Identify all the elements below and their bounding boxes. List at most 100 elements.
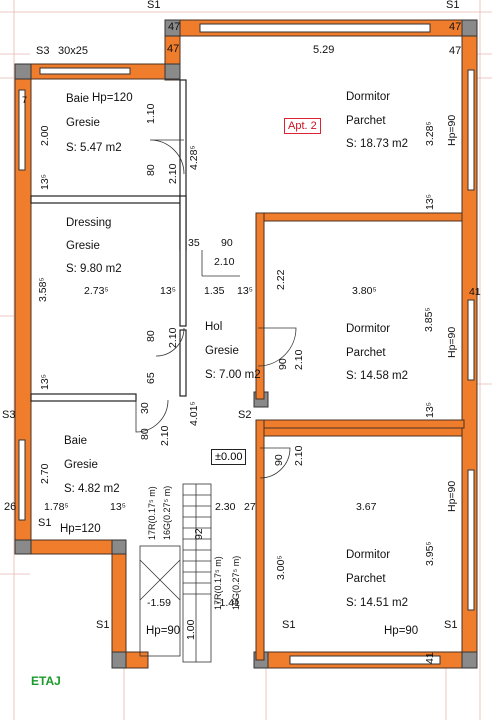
level-mark: ±0.00	[211, 449, 247, 465]
stair-a-treads: 16G(0.27⁵ m)	[162, 485, 172, 540]
dim-41b: 41	[424, 652, 436, 664]
dim-270: 2.70	[39, 463, 51, 484]
room-dormitor-2-name: Dormitor	[346, 323, 391, 335]
dim-41a: 41	[469, 286, 481, 298]
room-dormitor-3-area: S: 14.51 m2	[346, 597, 409, 609]
dim-222: 2.22	[275, 269, 287, 290]
dim-35: 35	[188, 237, 200, 249]
windows	[18, 23, 475, 665]
room-dressing-finish: Gresie	[66, 240, 100, 252]
apartment-tag: Apt. 2	[284, 118, 321, 134]
dim-300: 3.00⁵	[275, 555, 287, 580]
dim-395: 3.95⁵	[424, 541, 436, 566]
dim-top-s1-right: S1	[446, 0, 460, 11]
dim-358: 3.58⁵	[37, 277, 49, 302]
dim-s1-b2: S1	[282, 619, 296, 631]
dim-135d: 1.35	[204, 285, 225, 297]
dim-367: 3.67	[356, 501, 377, 513]
dim-90c: 90	[273, 454, 285, 466]
dim-s2: S2	[238, 409, 252, 421]
room-dormitor-1-finish: Parchet	[346, 115, 386, 127]
dim-135c: 13⁵	[160, 285, 177, 297]
room-dormitor-3-finish: Parchet	[346, 573, 386, 585]
dim-65: 65	[145, 372, 157, 384]
dim-30x25: 30x25	[58, 45, 88, 57]
inner-walls	[255, 212, 465, 661]
baie-bottom-hp: Hp=120	[60, 523, 101, 535]
dim-100: 1.00	[185, 619, 197, 640]
dim-92: 92	[193, 528, 205, 540]
dim-s3-left: S3	[2, 409, 16, 421]
room-dressing-name: Dressing	[66, 217, 112, 229]
structural-columns	[14, 19, 478, 669]
dim-80c: 80	[139, 428, 151, 440]
dim-s1-b3: S1	[444, 619, 458, 631]
room-baie-bottom-area: S: 4.82 m2	[64, 483, 120, 495]
room-dormitor-1-area: S: 18.73 m2	[346, 138, 409, 150]
dim-273: 2.73⁵	[84, 285, 109, 297]
dim-47-left: 47	[168, 21, 181, 33]
dim-210b: 2.10	[214, 256, 235, 268]
dim-7: 7	[22, 95, 28, 105]
room-baie-top-area: S: 5.47 m2	[66, 142, 122, 154]
room-dormitor-1-name: Dormitor	[346, 91, 391, 103]
dim-135b: 13⁵	[424, 193, 436, 210]
dim-428: 4.28⁵	[188, 145, 200, 170]
dim-47-top-left: 47	[167, 43, 180, 55]
room-baie-top-name: Baie	[66, 93, 90, 105]
dim-529: 5.29	[313, 44, 335, 56]
dim-230: 2.30	[215, 501, 236, 513]
dim-s1-b1: S1	[96, 619, 110, 631]
staircase	[139, 483, 212, 663]
dim-210d: 2.10	[293, 349, 305, 370]
dim-90a: 90	[221, 237, 233, 249]
room-baie-bottom-name: Baie	[64, 435, 88, 447]
dim-210a: 2.10	[167, 163, 179, 184]
dim-s1-left: S1	[38, 517, 52, 529]
dim-26: 26	[4, 501, 17, 513]
room-dormitor-3-name: Dormitor	[346, 549, 391, 561]
dim-90b: 90	[277, 358, 289, 370]
dim-380: 3.80⁵	[352, 285, 377, 297]
dim-80b: 80	[145, 330, 157, 342]
dim-30: 30	[139, 402, 151, 414]
dim-80a: 80	[145, 164, 157, 176]
dim-401: 4.01⁵	[188, 401, 200, 426]
dim-27: 27	[244, 501, 256, 513]
dim-178: 1.78⁵	[44, 501, 69, 513]
room-dormitor-2-finish: Parchet	[346, 347, 386, 359]
dim-210c: 2.10	[167, 327, 179, 348]
dim-328: 3.28⁵	[424, 121, 436, 146]
room-baie-top-hp: Hp=120	[92, 92, 133, 104]
dim-135a: 13⁵	[39, 173, 51, 190]
dim-159: -1.59	[147, 597, 171, 609]
dim-141: -1.41	[216, 597, 240, 609]
room-baie-top-finish: Gresie	[66, 117, 100, 129]
dormitor-3-hp: Hp=90	[384, 625, 419, 637]
dim-135f: 13⁵	[39, 373, 51, 390]
dim-47-top-right: 47	[449, 21, 462, 33]
dim-385: 3.85⁵	[423, 307, 435, 332]
dim-135g: 13⁵	[424, 401, 436, 418]
room-dressing-area: S: 9.80 m2	[66, 263, 122, 275]
dim-s3: S3	[36, 45, 50, 57]
stair-hp: Hp=90	[146, 625, 181, 637]
dim-210f: 2.10	[293, 445, 305, 466]
room-hol-finish: Gresie	[205, 345, 239, 357]
dim-135e: 13⁵	[237, 285, 254, 297]
dormitor-3-hp-side: Hp=90	[446, 480, 458, 512]
room-hol-name: Hol	[205, 321, 223, 333]
dim-47-right: 47	[449, 45, 462, 57]
door-swings	[135, 139, 297, 479]
dim-110: 1.10	[145, 103, 157, 124]
dormitor-2-hp: Hp=90	[446, 326, 458, 358]
level-label: ETAJ	[31, 674, 61, 688]
dormitor-1-hp: Hp=90	[446, 114, 458, 146]
room-baie-bottom-finish: Gresie	[64, 459, 98, 471]
dim-top-s1: S1	[147, 0, 161, 11]
dim-200: 2.00	[39, 125, 51, 146]
stair-a-risers: 17R(0.17⁵ m)	[147, 486, 157, 540]
dim-210e: 2.10	[159, 425, 171, 446]
room-hol-area: S: 7.00 m2	[205, 369, 261, 381]
